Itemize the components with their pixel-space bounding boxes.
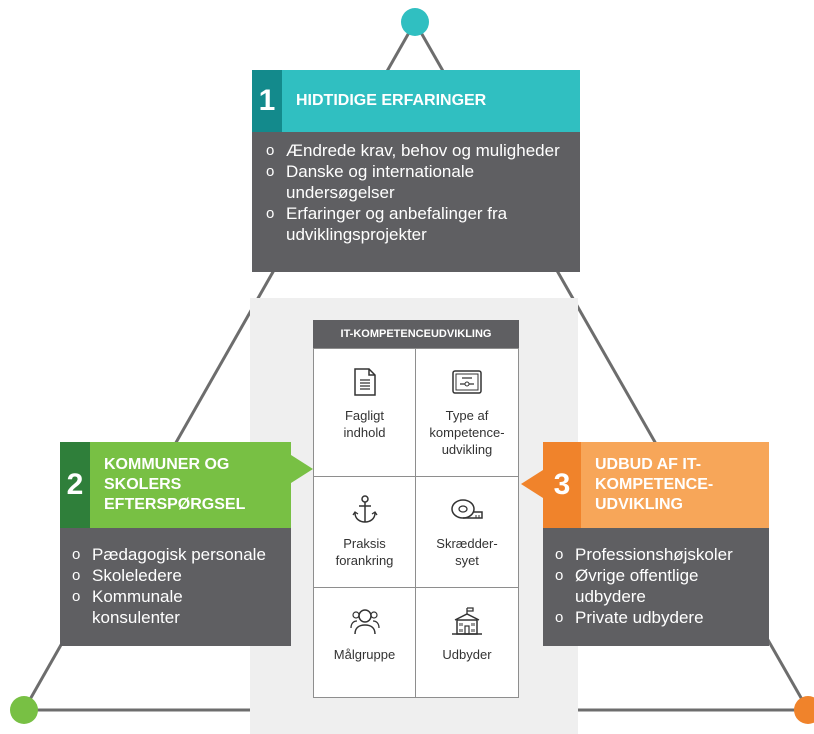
right-vertex-dot [794, 696, 814, 724]
box3-item: Øvrige offentlige udbydere [555, 565, 735, 607]
box2-body: Pædagogisk personale Skoleledere Kommuna… [60, 528, 291, 646]
cell-label: Type af kompetence-udvikling [429, 408, 505, 457]
left-vertex-dot [10, 696, 38, 724]
document-icon [353, 367, 377, 397]
anchor-icon [351, 495, 378, 525]
center-title: IT-KOMPETENCEUDVIKLING [313, 320, 519, 348]
box2-title: KOMMUNER OG SKOLERS EFTERSPØRGSEL [104, 456, 246, 513]
cell-maalgruppe: Målgruppe [314, 588, 416, 697]
box2-item: Pædagogisk personale [72, 544, 279, 565]
cell-label: Udbyder [442, 647, 492, 662]
cell-type-af-kompetenceudvikling: Type af kompetence-udvikling [416, 349, 518, 477]
box1-item: Danske og internationale undersøgelser [266, 161, 566, 203]
cell-label: Fagligt indhold [343, 408, 386, 440]
box2-arrow [291, 455, 313, 483]
box3-item: Private udbydere [555, 607, 757, 628]
box1-body: Ændrede krav, behov og muligheder Danske… [252, 132, 580, 272]
cell-label: Målgruppe [333, 647, 396, 662]
box2-item: Kommunale konsulenter [72, 586, 202, 628]
box1-number: 1 [252, 70, 282, 132]
certificate-icon [452, 367, 482, 397]
box3-arrow [521, 470, 543, 498]
measuring-tape-icon [450, 495, 484, 525]
box1-header: 1 HIDTIDIGE ERFARINGER [252, 70, 580, 132]
cell-praksis-forankring: Praksis forankring [314, 477, 416, 588]
people-icon [349, 606, 380, 636]
cell-label: Praksis forankring [335, 536, 394, 568]
box2-header: 2 KOMMUNER OG SKOLERS EFTERSPØRGSEL [60, 442, 291, 528]
box3-body: Professionshøjskoler Øvrige offentlige u… [543, 528, 769, 646]
box3-header: 3 UDBUD AF IT-KOMPETENCE-UDVIKLING [543, 442, 769, 528]
box1-title: HIDTIDIGE ERFARINGER [296, 92, 487, 109]
box3-item: Professionshøjskoler [555, 544, 757, 565]
box3-title: UDBUD AF IT-KOMPETENCE-UDVIKLING [595, 456, 714, 513]
cell-skraeddersyet: Skrædder-syet [416, 477, 518, 588]
box3-number: 3 [543, 442, 581, 528]
center-grid: Fagligt indhold Type af kompetence-udvik… [313, 348, 519, 698]
box1-item: Erfaringer og anbefalinger fra udvikling… [266, 203, 566, 245]
school-building-icon [451, 606, 483, 636]
box2-item: Skoleledere [72, 565, 279, 586]
cell-label: Skrædder-syet [436, 536, 498, 568]
cell-fagligt-indhold: Fagligt indhold [314, 349, 416, 477]
box2-number: 2 [60, 442, 90, 528]
box1-item: Ændrede krav, behov og muligheder [266, 140, 566, 161]
top-vertex-dot [401, 8, 429, 36]
cell-udbyder: Udbyder [416, 588, 518, 697]
